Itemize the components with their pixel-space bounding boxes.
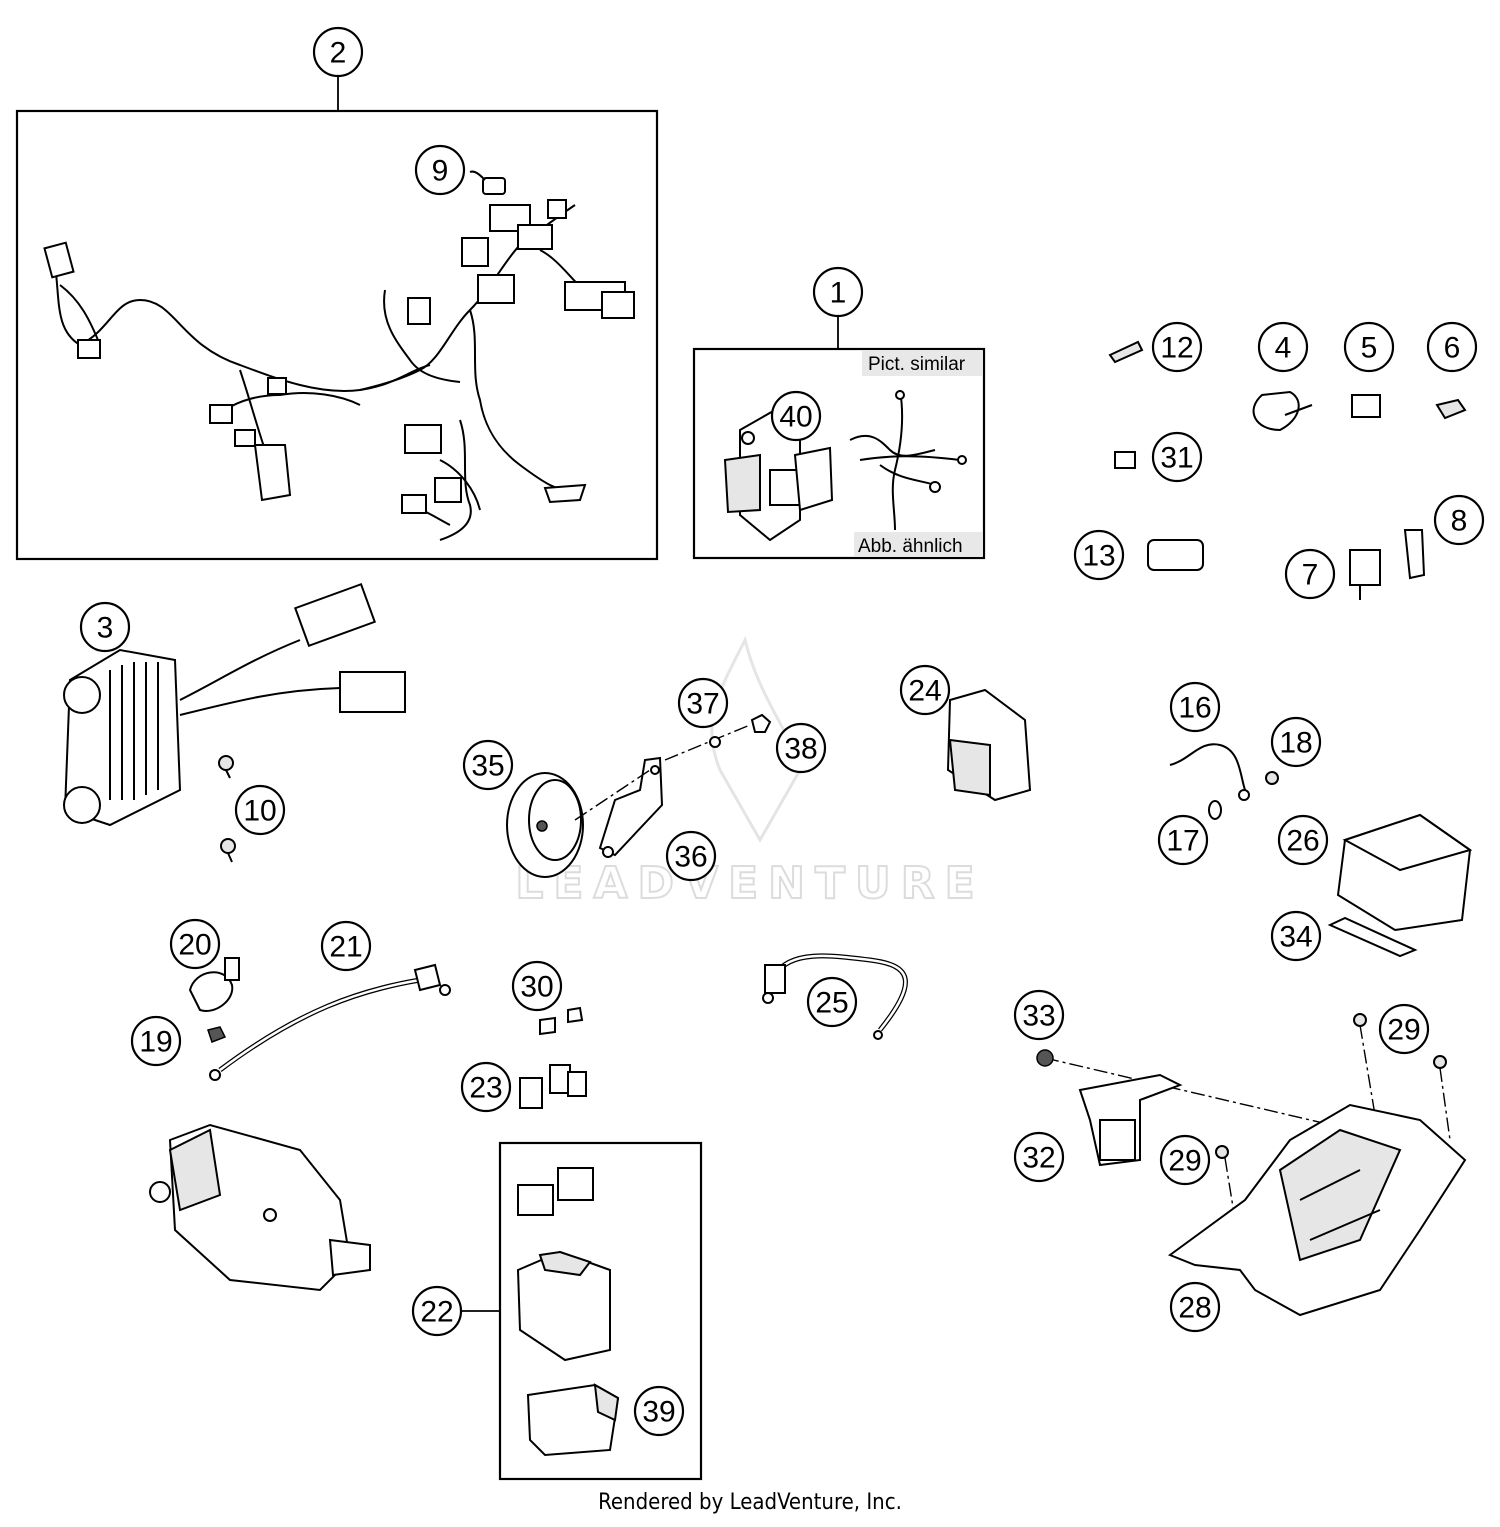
callout-29-bottom: 29 [1159,1134,1211,1186]
small-parts-drawing [1108,340,1467,600]
callout-31: 31 [1151,431,1203,483]
callout-13: 13 [1073,529,1125,581]
holder-28-drawing [1036,1013,1467,1317]
watermark: LEADVENTURE [514,635,984,910]
svg-text:34: 34 [1279,921,1312,954]
callout-35: 35 [462,739,514,791]
svg-text:6: 6 [1444,332,1461,365]
abb-aehnlich-tag: Abb. ähnlich [854,532,982,557]
callout-38: 38 [775,722,827,774]
svg-text:10: 10 [243,795,276,828]
callout-4: 4 [1257,321,1309,373]
svg-text:7: 7 [1302,559,1319,592]
callout-26: 26 [1277,814,1329,866]
callout-34: 34 [1270,910,1322,962]
relay-kit-22-drawing [516,1167,620,1457]
pict-similar-tag: Pict. similar [862,350,982,376]
svg-text:18: 18 [1279,727,1312,760]
svg-text:9: 9 [432,155,449,188]
footer-credit: Rendered by LeadVenture, Inc. [598,1490,902,1515]
svg-text:3: 3 [97,612,114,645]
svg-text:39: 39 [642,1396,675,1429]
battery-drawing [1169,743,1473,958]
callout-10: 10 [234,784,286,836]
svg-text:36: 36 [674,841,707,874]
svg-text:5: 5 [1361,332,1378,365]
callout-20: 20 [169,918,221,970]
callout-25: 25 [806,976,858,1028]
svg-text:33: 33 [1022,1000,1055,1033]
pict-similar-label: Pict. similar [868,354,966,375]
svg-text:35: 35 [471,750,504,783]
svg-text:29: 29 [1387,1014,1420,1047]
svg-text:19: 19 [139,1026,172,1059]
svg-text:32: 32 [1022,1142,1055,1175]
horn-drawing [506,713,772,878]
callout-28: 28 [1169,1281,1221,1333]
callout-33: 33 [1013,989,1065,1041]
callout-23: 23 [460,1061,512,1113]
svg-text:37: 37 [686,688,719,721]
svg-text:16: 16 [1178,692,1211,725]
wiring-harness-drawing [43,170,635,541]
callout-5: 5 [1343,321,1395,373]
callout-1: 1 [812,266,864,318]
callout-37: 37 [677,677,729,729]
svg-text:29: 29 [1168,1145,1201,1178]
callout-30: 30 [511,960,563,1012]
callout-24: 24 [899,664,951,716]
callout-21: 21 [320,920,372,972]
callout-7: 7 [1284,548,1336,600]
watermark-text: LEADVENTURE [515,858,984,909]
svg-text:17: 17 [1166,825,1199,858]
callout-17: 17 [1157,814,1209,866]
callout-32: 32 [1013,1131,1065,1183]
svg-text:25: 25 [815,987,848,1020]
svg-text:20: 20 [178,929,211,962]
cable-25-drawing [762,953,908,1040]
regulator-drawing [63,582,406,827]
svg-text:28: 28 [1178,1292,1211,1325]
callout-12: 12 [1151,321,1203,373]
starter-motor-drawing [149,1123,371,1292]
callout-19: 19 [130,1015,182,1067]
svg-text:38: 38 [784,733,817,766]
callout-39: 39 [633,1385,685,1437]
svg-text:12: 12 [1160,332,1193,365]
callout-18: 18 [1270,716,1322,768]
kit-1-frame [692,347,986,560]
callout-6: 6 [1426,321,1478,373]
svg-text:2: 2 [330,37,347,70]
callout-9: 9 [414,144,466,196]
abb-aehnlich-label: Abb. ähnlich [858,536,963,557]
svg-text:26: 26 [1286,825,1319,858]
svg-text:1: 1 [830,277,847,310]
kit-1-drawing [723,389,967,542]
battery-cable-21-drawing [188,957,451,1081]
svg-text:24: 24 [908,675,941,708]
svg-text:23: 23 [469,1072,502,1105]
callout-16: 16 [1169,681,1221,733]
callout-3: 3 [79,601,131,653]
svg-text:40: 40 [779,401,812,434]
callout-22: 22 [411,1285,463,1337]
svg-text:31: 31 [1160,442,1193,475]
wiring-harness-frame [15,109,659,561]
svg-text:4: 4 [1275,332,1292,365]
callout-40: 40 [770,390,822,442]
fuse-box-24-drawing [946,688,1032,802]
svg-text:21: 21 [329,931,362,964]
svg-text:22: 22 [420,1296,453,1329]
callout-36: 36 [665,830,717,882]
callout-2: 2 [312,26,364,78]
svg-text:30: 30 [520,971,553,1004]
svg-text:8: 8 [1451,505,1468,538]
bolts-10-drawing [218,755,236,863]
callout-8: 8 [1433,494,1485,546]
fuses-23-30-drawing [519,1006,587,1109]
svg-text:13: 13 [1082,540,1115,573]
callout-29-top: 29 [1378,1003,1430,1055]
